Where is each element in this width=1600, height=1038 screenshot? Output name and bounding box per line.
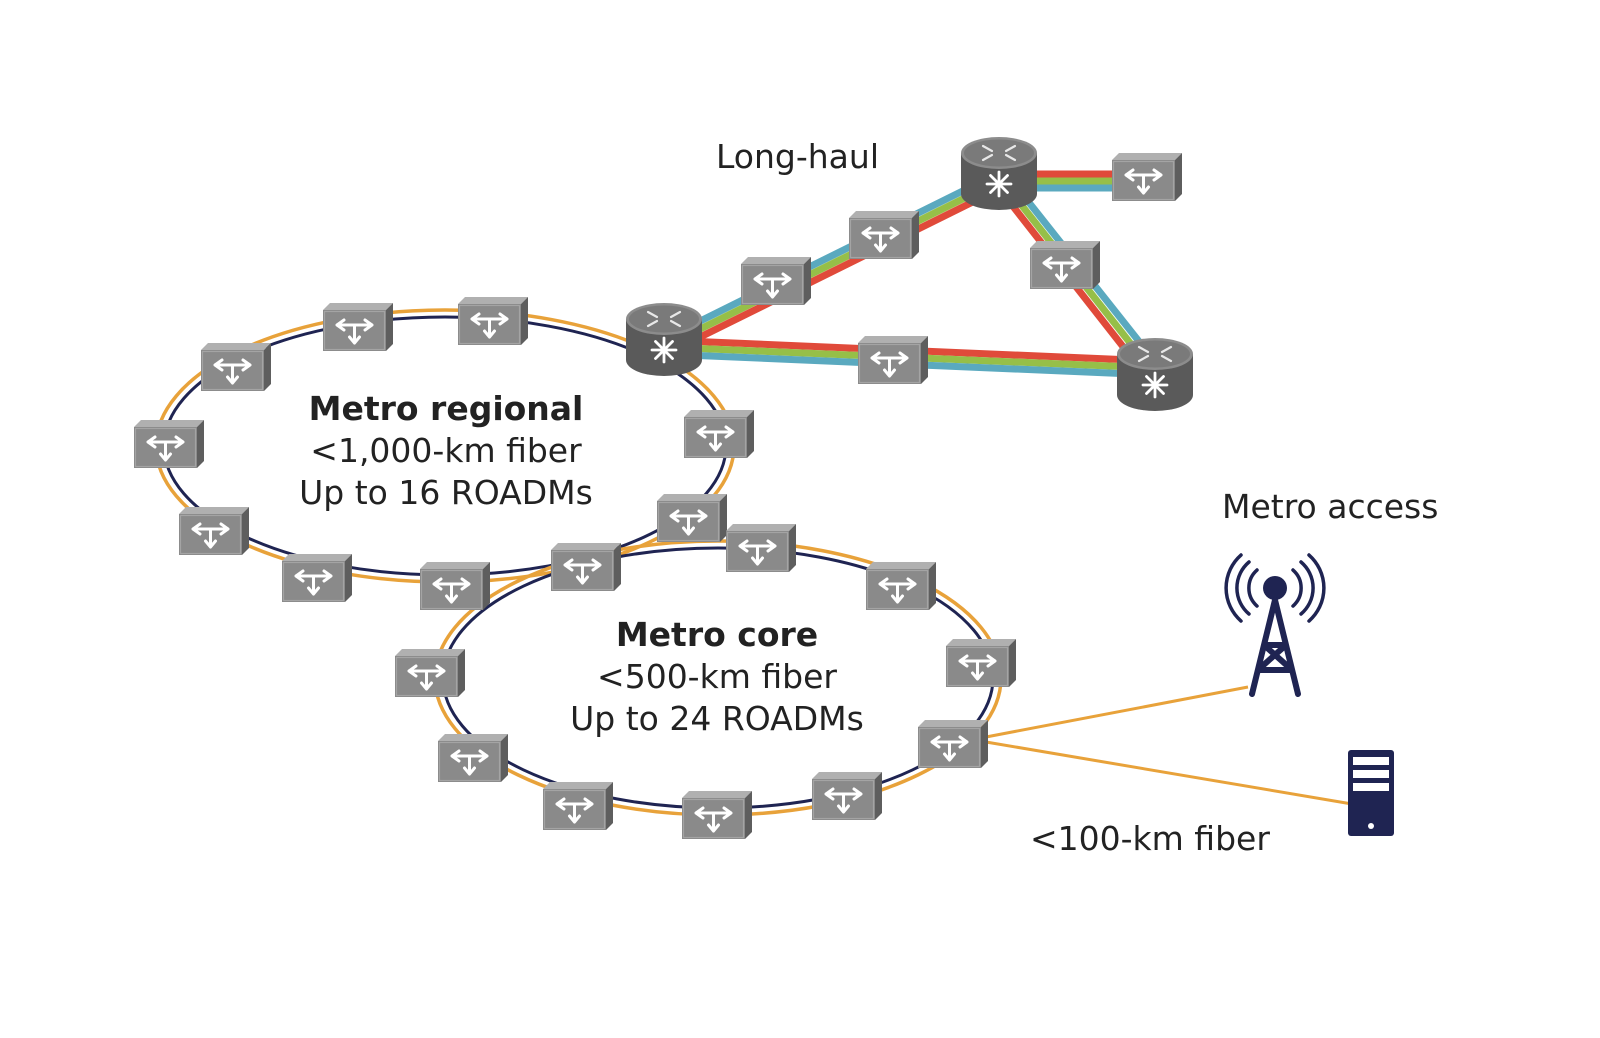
roadm-node-icon (684, 410, 754, 458)
metro-core-roadms: Up to 24 ROADMs (570, 699, 864, 738)
router-icon (626, 303, 702, 377)
roadm-node-icon (543, 782, 613, 830)
roadm-node-icon (812, 772, 882, 820)
roadm-node-icon (741, 257, 811, 305)
metro-access-links (985, 685, 1353, 806)
long-haul-title: Long-haul (716, 137, 879, 176)
metro-core-fiber: <500-km fiber (597, 657, 837, 696)
roadm-node-icon (395, 649, 465, 697)
roadm-node-icon (179, 507, 249, 555)
server-icon (1348, 750, 1394, 836)
cell-tower-icon (1224, 553, 1326, 697)
roadm-node-icon (134, 420, 204, 468)
metro-regional-title: Metro regional (308, 389, 584, 428)
roadm-node-icon (946, 639, 1016, 687)
roadm-node-icon (323, 303, 393, 351)
roadm-node-icon (438, 734, 508, 782)
metro-core-title: Metro core (615, 615, 819, 654)
roadm-node-icon (858, 336, 928, 384)
roadm-node-icon (866, 562, 936, 610)
roadm-node-icon (282, 554, 352, 602)
roadm-node-icon (726, 524, 796, 572)
roadm-node-icon (849, 211, 919, 259)
roadm-node-icon (682, 791, 752, 839)
roadm-node-icon (1030, 241, 1100, 289)
roadm-node-icon (918, 720, 988, 768)
metro-regional-roadms: Up to 16 ROADMs (299, 473, 593, 512)
roadm-node-icon (551, 543, 621, 591)
roadm-node-icon (657, 494, 727, 542)
metro-access-fiber: <100-km fiber (1030, 819, 1270, 858)
router-icon (961, 137, 1037, 211)
roadm-node-icon (1112, 153, 1182, 201)
roadm-node-icon (420, 562, 490, 610)
metro-regional-fiber: <1,000-km fiber (310, 431, 582, 470)
router-icon (1117, 338, 1193, 412)
metro-access-title: Metro access (1222, 487, 1439, 526)
roadm-node-icon (458, 297, 528, 345)
roadm-node-icon (201, 343, 271, 391)
long-haul-link-left-top (660, 170, 1007, 356)
